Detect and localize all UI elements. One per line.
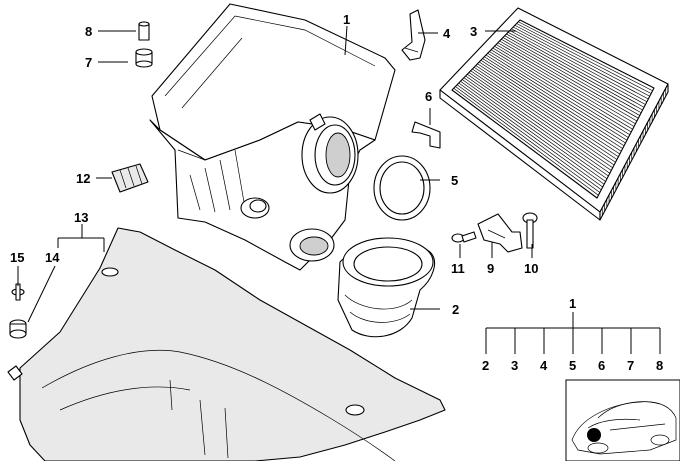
filter-pleat [461,79,606,182]
filter-pleat [494,45,633,130]
filter-pleat [473,66,616,163]
filter-pleat [504,35,642,114]
filter-pleat [455,86,601,193]
car-silhouette-icon [571,401,677,455]
filter-pleat [487,52,628,141]
callout-15: 15 [10,250,24,265]
filter-pleat [480,59,622,152]
filter-pleat [507,31,645,108]
filter-pleat [490,49,630,136]
part-9-bracket [477,213,523,253]
legend-item-3: 3 [511,358,518,373]
filter-pleat [482,58,623,149]
filter-pleat [513,26,649,100]
part-15-push-pin [11,283,25,301]
part-8-pin [138,21,150,41]
legend-tree: 1 2 3 4 5 6 7 8 [482,296,663,373]
filter-pleat [502,37,640,116]
filter-pleat [485,54,626,144]
filter-pleat [492,47,632,133]
legend-item-7: 7 [627,358,634,373]
callout-6: 6 [425,89,432,104]
part-12-rubber-mount [111,163,149,193]
callout-8: 8 [85,24,92,39]
part-4-clip [401,9,426,61]
filter-pleat [470,70,613,169]
legend-item-5: 5 [569,358,576,373]
callouts: 1 2 3 4 5 6 7 8 9 10 11 12 13 14 15 [10,12,538,317]
filter-pleat [497,42,636,125]
filter-pleat [518,21,653,92]
filter-pleat [501,38,639,119]
part-10-bolt [522,212,538,249]
part-11-bolt [451,231,477,243]
part-6-bracket-clip [411,121,441,149]
filter-pleat [499,40,638,122]
filter-pleat [456,84,602,191]
part-7-grommet [135,48,153,68]
legend-item-2: 2 [482,358,489,373]
legend-top-label: 1 [569,296,576,311]
filter-pleat [516,23,652,94]
part-5-gasket-ring [373,155,431,221]
filter-pleat [514,24,650,97]
part-3-filter-element [439,7,669,221]
filter-pleat [489,51,629,138]
car-locator-inset [565,379,680,461]
filter-pleat [463,77,608,180]
filter-pleat [468,72,612,171]
filter-pleat [477,63,619,158]
filter-pleat [484,56,625,147]
filter-pleat [509,30,646,105]
callout-1: 1 [343,12,350,27]
location-marker-icon [587,428,601,442]
part-1-air-filter-housing [149,3,396,271]
filter-pleat [506,33,643,111]
part-14-grommet [9,319,27,339]
callout-5: 5 [451,173,458,188]
legend-item-4: 4 [540,358,548,373]
filter-pleat [458,82,603,188]
filter-pleat [465,75,609,177]
filter-pleat [460,80,605,185]
callout-14: 14 [45,250,60,265]
callout-12: 12 [76,171,90,186]
filter-pleat [453,87,599,196]
filter-pleat [511,28,648,103]
callout-13: 13 [74,210,88,225]
filter-pleat [496,44,635,127]
callout-7: 7 [85,55,92,70]
filter-pleat [475,65,618,160]
callout-2: 2 [452,302,459,317]
callout-10: 10 [524,261,538,276]
part-13-lower-cover [7,227,446,461]
leader-lines [17,25,533,323]
filter-pleat [479,61,620,155]
legend-item-8: 8 [656,358,663,373]
filter-pleat [467,73,611,174]
legend-item-6: 6 [598,358,605,373]
part-2-intake-duct [337,237,435,338]
callout-4: 4 [443,26,451,41]
filter-pleat [472,68,615,166]
callout-11: 11 [451,261,465,276]
callout-3: 3 [470,24,477,39]
callout-9: 9 [487,261,494,276]
